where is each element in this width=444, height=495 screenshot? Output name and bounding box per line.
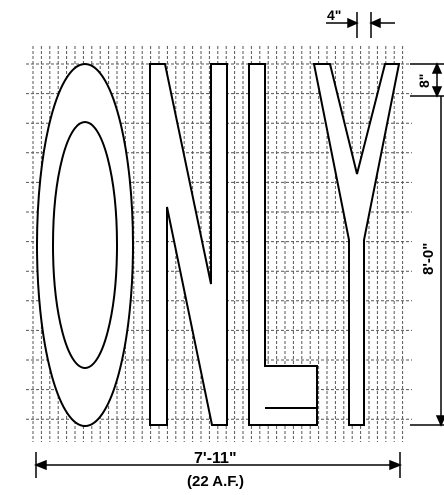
dimension-right-8in (410, 62, 444, 98)
dimension-top-4in (326, 12, 395, 38)
dimension-width-label: 7'-11" (194, 450, 237, 467)
letter-y (312, 63, 401, 426)
dimension-width (33, 452, 403, 478)
letter-l-outline (248, 63, 318, 426)
letter-y-outline (312, 63, 401, 426)
dimension-height-label: 8'-0" (420, 243, 437, 275)
dimension-top-label: 4" (327, 7, 341, 23)
letter-n-outline (149, 63, 228, 426)
dimension-width-note: (22 A.F.) (187, 473, 244, 490)
letter-n (149, 63, 228, 426)
dimension-height (410, 96, 444, 427)
letter-o-inner (52, 121, 118, 369)
letter-l (248, 63, 318, 426)
dimension-right-small-label: 8" (416, 74, 432, 88)
letter-o (36, 63, 134, 427)
